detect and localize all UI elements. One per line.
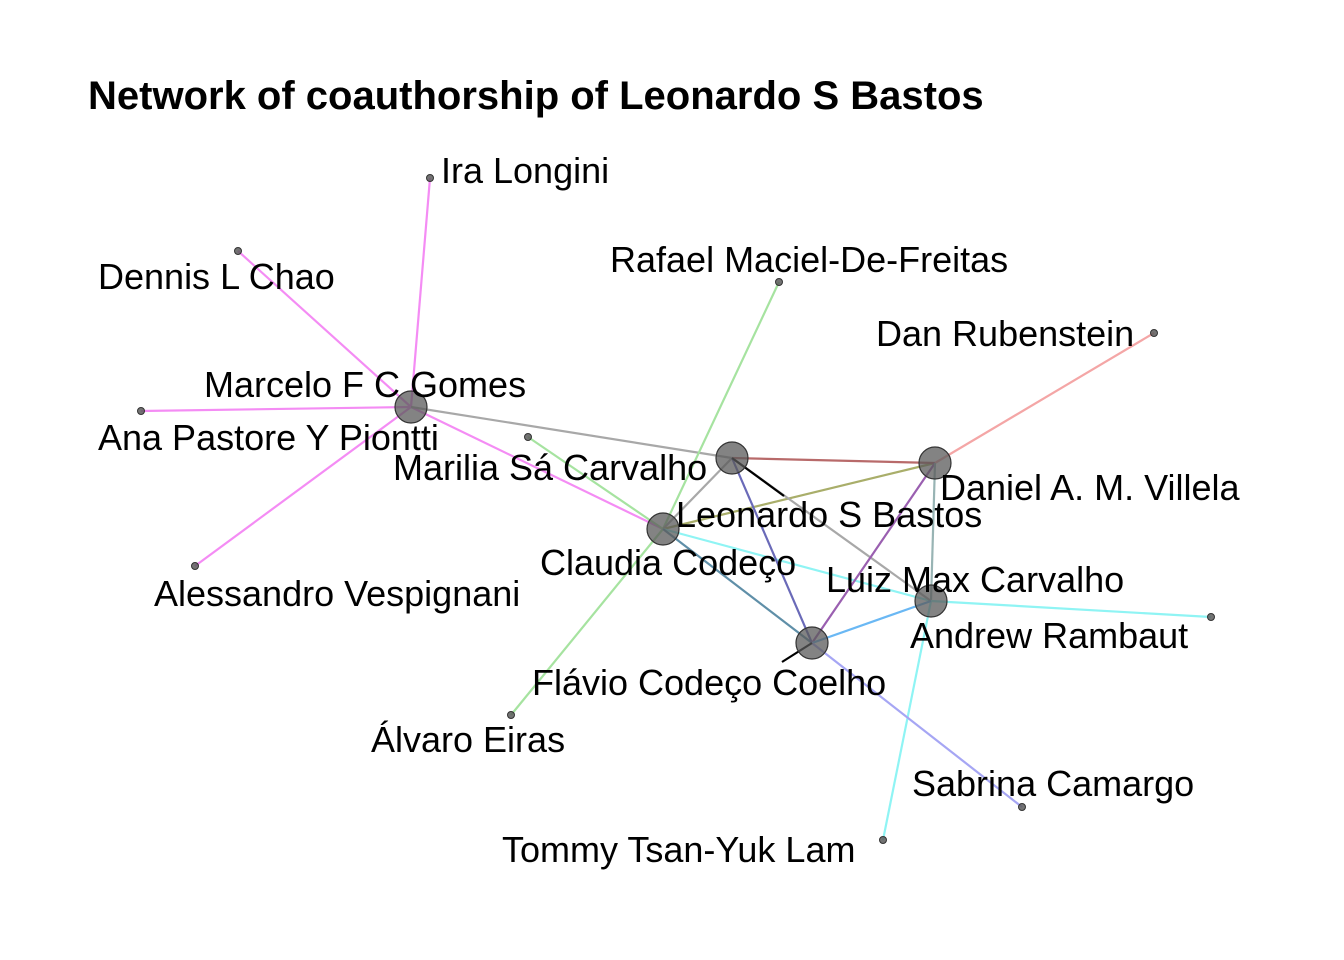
node-flavio[interactable] (795, 626, 829, 660)
edge-luiz-tommy (881, 600, 933, 841)
edge-claudia-daniel (662, 461, 936, 531)
node-label-dennis: Dennis L Chao (98, 256, 335, 297)
edge-leonardo-flavio (730, 457, 814, 644)
node-label-claudia: Claudia Codeço (540, 542, 796, 583)
node-label-daniel: Daniel A. M. Villela (940, 467, 1240, 508)
node-label-alessandro: Alessandro Vespignani (154, 573, 520, 614)
edge-claudia-marilia (527, 436, 664, 530)
node-andrew[interactable] (1207, 613, 1215, 621)
edge-claudia-luiz (662, 527, 932, 603)
chart-title: Network of coauthorship of Leonardo S Ba… (88, 74, 984, 118)
edge-claudia-rafael (662, 281, 780, 530)
edge-marcelo-ana (140, 405, 412, 413)
edge-leonardo-daniel (731, 456, 936, 465)
node-layer (137, 174, 1215, 844)
edge-marcelo-dennis (237, 250, 412, 408)
edge-luiz-flavio (811, 599, 932, 645)
node-label-ira: Ira Longini (441, 150, 609, 191)
node-ira[interactable] (426, 174, 434, 182)
node-ana[interactable] (137, 407, 145, 415)
edge-daniel-dan (934, 332, 1155, 464)
node-label-marilia: Marilia Sá Carvalho (393, 447, 707, 488)
node-label-alvaro: Álvaro Eiras (371, 719, 565, 760)
edge-luiz-andrew (930, 599, 1212, 619)
node-leonardo[interactable] (715, 441, 749, 475)
label-layer: Leonardo S Bastos Marcelo F C GomesClaudi… (98, 150, 1240, 870)
node-label-luiz: Luiz Max Carvalho (826, 559, 1124, 600)
node-label-leonardo: Leonardo S Bastos (676, 494, 982, 535)
edge-marcelo-claudia (410, 406, 664, 530)
edge-layer (140, 177, 1212, 841)
edge-marcelo-alessandro (194, 406, 412, 567)
node-label-rafael: Rafael Maciel-De-Freitas (610, 239, 1008, 280)
node-label-flavio: Flávio Codeço Coelho (532, 662, 886, 703)
node-dan[interactable] (1150, 329, 1158, 337)
edge-claudia-alvaro (510, 528, 664, 716)
edge-flavio-sabrina (811, 642, 1023, 808)
node-luiz[interactable] (914, 584, 948, 618)
node-marilia[interactable] (524, 433, 532, 441)
node-sabrina[interactable] (1018, 803, 1026, 811)
node-alessandro[interactable] (191, 562, 199, 570)
node-dennis[interactable] (234, 247, 242, 255)
node-marcelo[interactable] (394, 390, 428, 424)
node-label-tommy: Tommy Tsan-Yuk Lam (502, 829, 855, 870)
node-daniel[interactable] (918, 446, 952, 480)
node-label-andrew: Andrew Rambaut (910, 615, 1188, 656)
edge-marcelo-ira (409, 177, 432, 408)
node-tommy[interactable] (879, 836, 887, 844)
node-claudia[interactable] (646, 512, 680, 546)
node-alvaro[interactable] (507, 711, 515, 719)
node-label-marcelo: Marcelo F C Gomes (204, 364, 526, 405)
edge-daniel-luiz (929, 462, 937, 602)
node-label-ana: Ana Pastore Y Piontti (98, 417, 439, 458)
node-label-sabrina: Sabrina Camargo (912, 763, 1194, 804)
node-label-dan: Dan Rubenstein (876, 313, 1134, 354)
edge-daniel-flavio (811, 462, 936, 644)
edge-claudia-flavio (662, 528, 813, 644)
edge-marcelo-leonardo (410, 405, 733, 460)
node-rafael[interactable] (775, 278, 783, 286)
